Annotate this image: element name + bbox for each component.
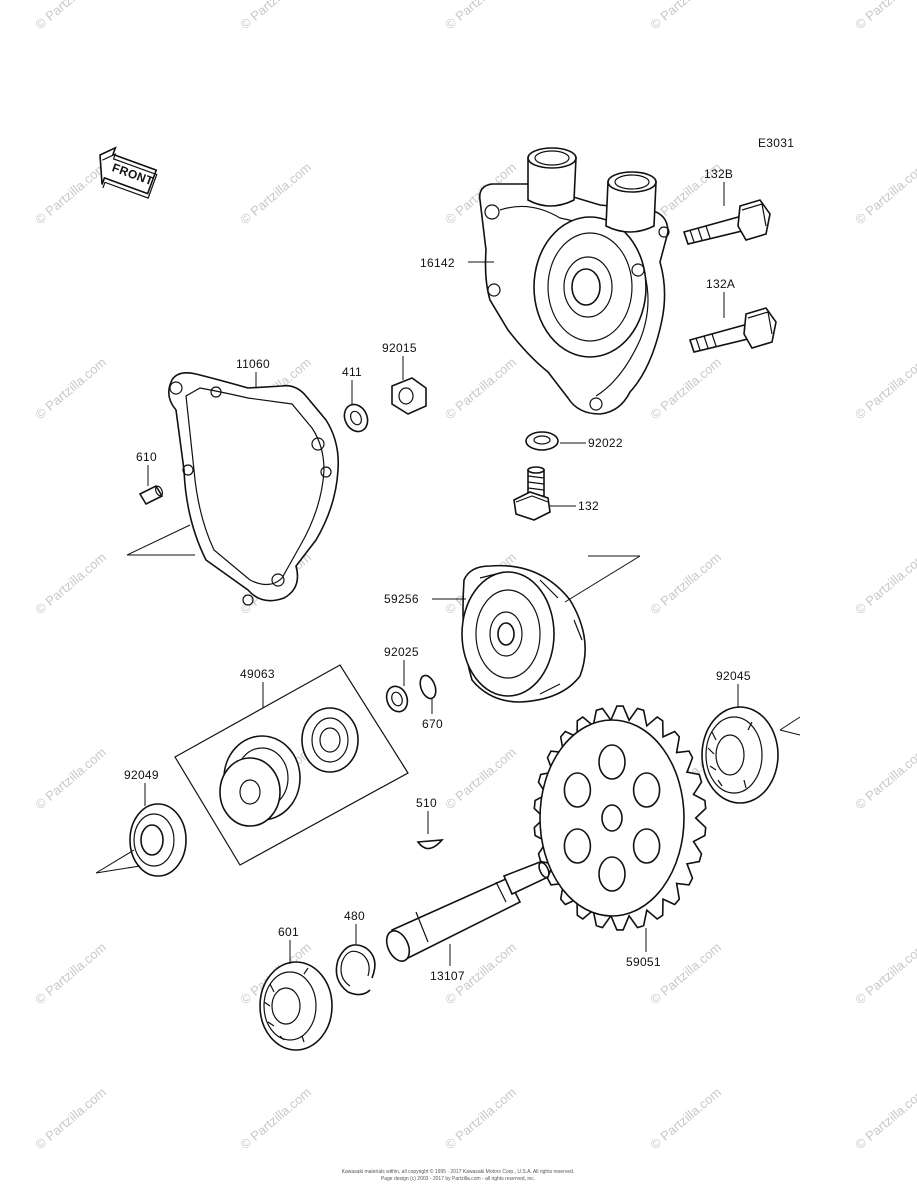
label-49063: 49063	[240, 667, 275, 681]
label-480: 480	[344, 909, 365, 923]
watermark: © Partzilla.com	[237, 159, 314, 227]
bolt-132	[513, 466, 551, 521]
watermark: © Partzilla.com	[442, 354, 519, 422]
watermark: © Partzilla.com	[32, 1084, 109, 1152]
watermark: © Partzilla.com	[32, 744, 109, 812]
label-59051: 59051	[626, 955, 661, 969]
o-ring-670	[419, 674, 437, 700]
watermark: © Partzilla.com	[32, 0, 109, 32]
gear-hole	[601, 804, 623, 832]
copyright-line-2: Page design (c) 2003 - 2017 by Partzilla…	[381, 1176, 535, 1182]
gear-hole	[598, 856, 626, 892]
impeller-59256	[461, 564, 586, 703]
label-92025: 92025	[384, 645, 419, 659]
watermark: © Partzilla.com	[852, 1084, 917, 1152]
label-132a: 132A	[706, 277, 735, 291]
watermark: © Partzilla.com	[852, 0, 917, 32]
label-92015: 92015	[382, 341, 417, 355]
nut-92015	[391, 377, 427, 415]
pump-cover-16142	[478, 147, 670, 415]
watermark: © Partzilla.com	[852, 939, 917, 1007]
watermark: © Partzilla.com	[852, 159, 917, 227]
label-16142: 16142	[420, 256, 455, 270]
watermark: © Partzilla.com	[647, 0, 724, 32]
label-132b: 132B	[704, 167, 733, 181]
key-510	[416, 839, 444, 850]
seal-kit-49063	[174, 664, 409, 866]
gear-59051	[533, 705, 707, 931]
gear-hole	[632, 772, 661, 808]
pin-610	[138, 484, 164, 506]
watermark: © Partzilla.com	[442, 744, 519, 812]
gear-hole	[563, 772, 592, 808]
label-11060: 11060	[236, 357, 270, 371]
watermark: © Partzilla.com	[647, 1084, 724, 1152]
watermark: © Partzilla.com	[32, 354, 109, 422]
watermark: © Partzilla.com	[647, 354, 724, 422]
label-132: 132	[578, 499, 599, 513]
gear-hole	[563, 828, 592, 864]
leader-lines	[95, 182, 801, 966]
bearing-601	[259, 961, 333, 1051]
diagram-code: E3031	[758, 136, 794, 150]
washer-411	[343, 403, 369, 433]
label-59256: 59256	[384, 592, 419, 606]
label-411: 411	[342, 365, 362, 379]
part-labels: 132B 16142 132A 92015 11060 411 610 9202…	[124, 167, 751, 983]
watermark: © Partzilla.com	[442, 0, 519, 32]
watermark: © Partzilla.com	[32, 939, 109, 1007]
bolt-132b	[682, 199, 771, 245]
gear-hole	[598, 744, 626, 780]
label-13107: 13107	[430, 969, 465, 983]
label-610: 610	[136, 450, 157, 464]
circlip-480	[335, 944, 376, 996]
shaft-13107	[385, 860, 550, 962]
watermark: © Partzilla.com	[237, 1084, 314, 1152]
label-92022: 92022	[588, 436, 623, 450]
watermark: © Partzilla.com	[32, 159, 109, 227]
label-510: 510	[416, 796, 437, 810]
copyright-line-1: Kawasaki materials within, all copyright…	[342, 1168, 575, 1175]
bearing-92049	[129, 803, 187, 877]
washer-92022	[525, 431, 559, 451]
bearing-92045	[701, 706, 779, 804]
label-92049: 92049	[124, 768, 159, 782]
watermark: © Partzilla.com	[647, 549, 724, 617]
gasket-11060	[168, 372, 340, 606]
label-92045: 92045	[716, 669, 751, 683]
gear-hole	[632, 828, 661, 864]
label-670: 670	[422, 717, 443, 731]
washer-92025	[385, 685, 409, 713]
watermark: © Partzilla.com	[852, 549, 917, 617]
label-601: 601	[278, 925, 299, 939]
watermark: © Partzilla.com	[852, 354, 917, 422]
watermark: © Partzilla.com	[442, 1084, 519, 1152]
watermark: © Partzilla.com	[237, 0, 314, 32]
watermark: © Partzilla.com	[647, 939, 724, 1007]
watermark: © Partzilla.com	[32, 549, 109, 617]
bolt-132a	[688, 307, 777, 353]
watermark: © Partzilla.com	[852, 744, 917, 812]
